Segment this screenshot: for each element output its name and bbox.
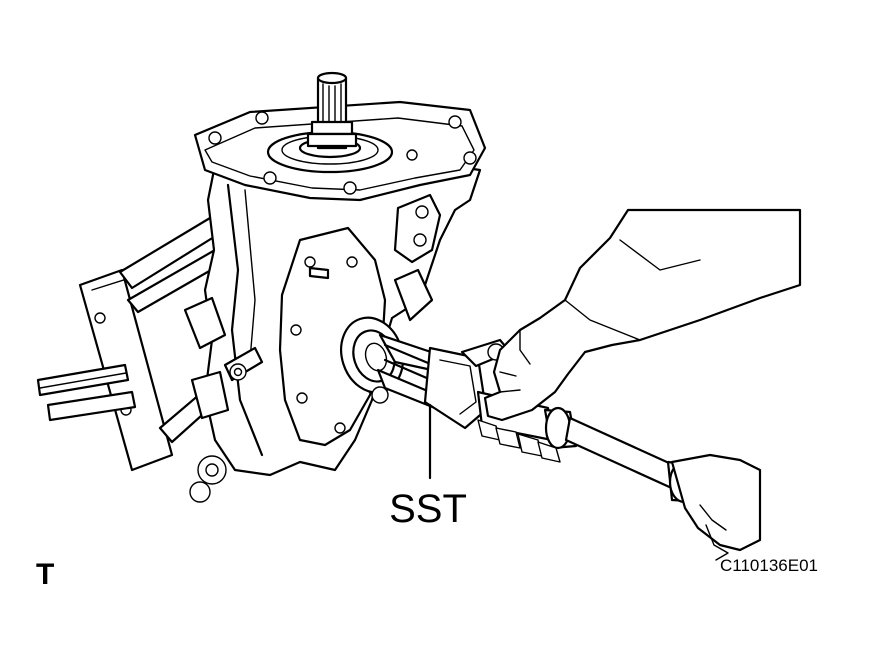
tool-label: SST — [389, 487, 467, 531]
hands — [483, 208, 802, 561]
top-flange — [193, 71, 487, 202]
figure-code: C110136E01 — [720, 556, 818, 575]
transfer-case-housing — [183, 158, 482, 503]
view-mark: T — [36, 558, 54, 591]
